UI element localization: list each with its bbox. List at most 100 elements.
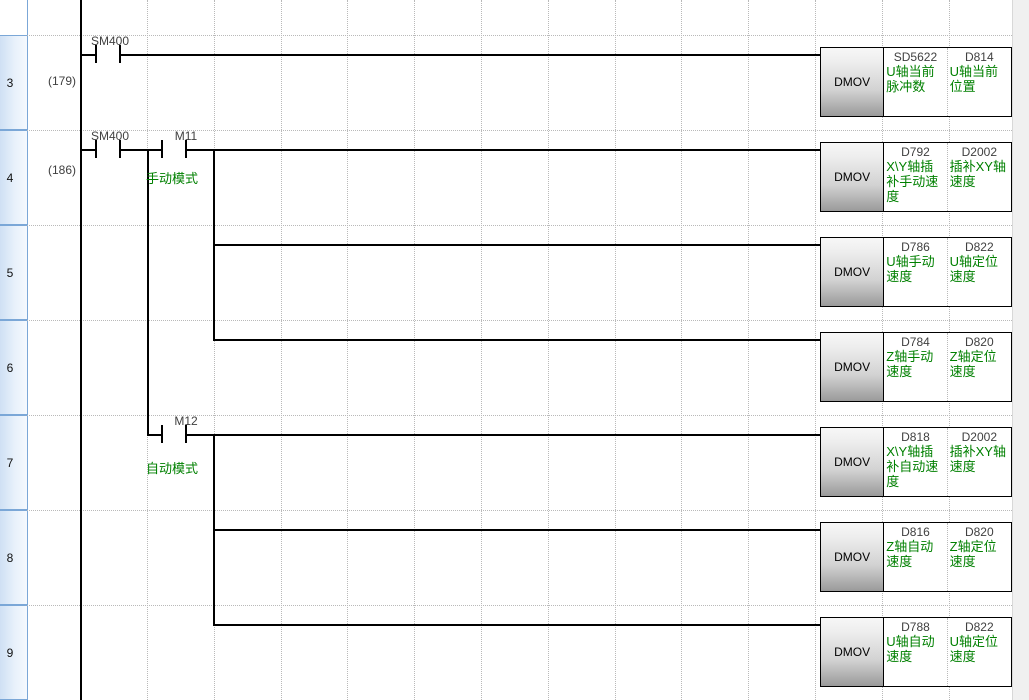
operand-comment: Z轴定位速度 (949, 539, 997, 569)
instruction-opcode: DMOV (821, 48, 885, 116)
row-number-cell[interactable]: 4 (0, 130, 27, 225)
operand-device: D816 (901, 525, 930, 539)
operand-comment: U轴当前脉冲数 (886, 64, 935, 94)
branch-trunk-vertical (147, 149, 149, 434)
grid-line-horizontal (27, 225, 1012, 226)
row-number-cell[interactable]: 5 (0, 225, 27, 320)
contact-bar-left (161, 425, 163, 443)
rung-wire (187, 149, 820, 151)
operand-comment: Z轴手动速度 (886, 349, 934, 379)
left-power-rail (80, 0, 82, 700)
operand-comment: U轴定位速度 (949, 634, 999, 664)
row-number-label: 7 (6, 455, 14, 470)
rung-wire (121, 54, 820, 56)
operand-device: D822 (964, 240, 994, 254)
row-number-cell[interactable]: 8 (0, 510, 27, 605)
grid-line-vertical (347, 0, 348, 700)
operand-comment: U轴定位速度 (949, 254, 999, 284)
instruction-opcode: DMOV (821, 428, 885, 496)
row-number-label: 5 (6, 265, 14, 280)
grid-line-horizontal (27, 320, 1012, 321)
rung-wire (80, 54, 95, 56)
contact-bar-right (185, 140, 187, 158)
operand-comment: 插补XY轴速度 (949, 444, 1006, 474)
grid-line-horizontal (27, 35, 1012, 36)
operand-comment: Z轴自动速度 (886, 539, 934, 569)
row-number-label: 8 (6, 550, 14, 565)
contact-m12[interactable] (161, 425, 187, 443)
grid-line-vertical (481, 0, 482, 700)
operand-device: D814 (964, 50, 994, 64)
contact-bar-left (161, 140, 163, 158)
grid-line-vertical (681, 0, 682, 700)
branch-wire (213, 339, 820, 341)
operand-comment: X\Y轴插补手动速度 (886, 159, 939, 204)
grid-line-vertical (281, 0, 282, 700)
branch-wire (213, 624, 820, 626)
branch-wire (213, 244, 820, 246)
branch-wire (213, 529, 820, 531)
contact-bar-right (119, 140, 121, 158)
grid-line-horizontal (27, 510, 1012, 511)
right-margin-strip (1012, 0, 1029, 700)
instruction-opcode: DMOV (821, 238, 885, 306)
contact-m11[interactable] (161, 140, 187, 158)
operand-comment: U轴手动速度 (886, 254, 935, 284)
row-number-cell[interactable]: 9 (0, 605, 27, 700)
instruction-opcode: DMOV (821, 618, 885, 686)
operand-device: D820 (964, 525, 994, 539)
grid-line-vertical (815, 0, 816, 700)
contact-comment-label: 自动模式 (146, 461, 199, 476)
operand-device: D786 (901, 240, 930, 254)
contact-bar-left (95, 140, 97, 158)
contact-device-label: SM400 (90, 34, 130, 48)
operand-device: D784 (901, 335, 930, 349)
contact-bar-right (119, 45, 121, 63)
contact-device-label: SM400 (90, 129, 130, 143)
instruction-opcode: DMOV (821, 143, 885, 211)
operand-device: D788 (901, 620, 930, 634)
rung-wire (187, 434, 820, 436)
row-number-cell[interactable]: 7 (0, 415, 27, 510)
grid-line-horizontal (27, 415, 1012, 416)
row-number-label: 3 (6, 75, 14, 90)
step-number: (186) (48, 163, 77, 177)
rung-wire (147, 434, 161, 436)
operand-comment: X\Y轴插补自动速度 (886, 444, 939, 489)
row-number-cell[interactable]: 3 (0, 35, 27, 130)
contact-sm400[interactable] (95, 140, 121, 158)
row-number-gutter: 3 4 5 6 7 8 9 (0, 0, 28, 700)
contact-sm400[interactable] (95, 45, 121, 63)
row-number-label: 6 (6, 360, 14, 375)
row-number-cell[interactable]: 6 (0, 320, 27, 415)
grid-line-vertical (748, 0, 749, 700)
operand-device: D792 (901, 145, 930, 159)
contact-device-label: M12 (174, 414, 198, 428)
operand-device: SD5622 (893, 50, 938, 64)
grid-line-vertical (548, 0, 549, 700)
instruction-opcode: DMOV (821, 523, 885, 591)
